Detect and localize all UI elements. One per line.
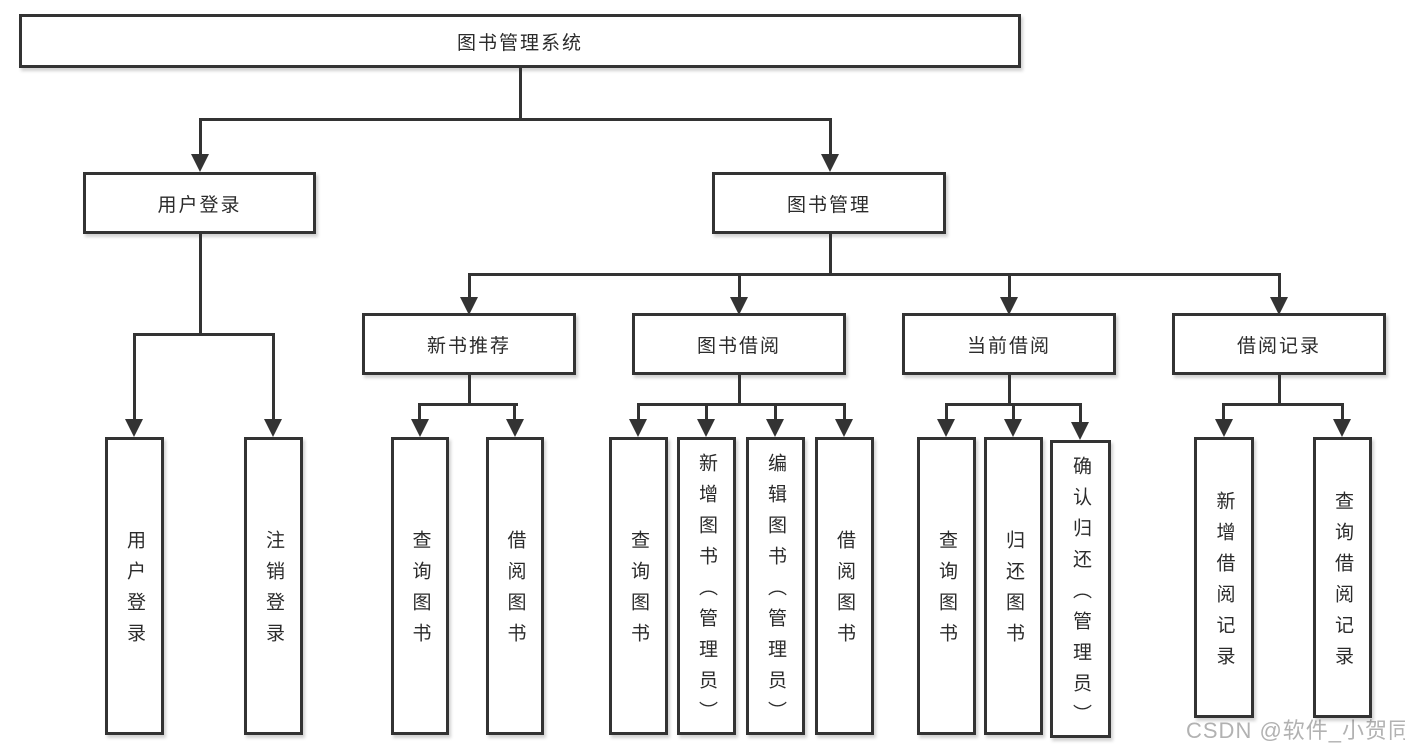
arrow-down-icon xyxy=(1270,297,1288,315)
connector-line xyxy=(1222,403,1225,422)
connector-line xyxy=(468,273,1281,276)
arrow-down-icon xyxy=(460,297,478,315)
node-label: 查询图书 xyxy=(409,530,431,654)
arrow-down-icon xyxy=(1333,419,1351,437)
node-book-management: 图书管理 xyxy=(712,172,946,234)
leaf-query-books-current: 查询图书 xyxy=(917,437,976,735)
node-label: 图书借阅 xyxy=(696,335,781,357)
node-label: 查询图书 xyxy=(936,530,957,654)
connector-line xyxy=(1008,375,1011,406)
leaf-add-borrow-record: 新增借阅记录 xyxy=(1194,437,1254,718)
connector-line xyxy=(468,375,471,406)
leaf-logout: 注销登录 xyxy=(244,437,303,735)
connector-line xyxy=(637,403,846,406)
arrow-down-icon xyxy=(1004,419,1022,437)
connector-line xyxy=(418,403,421,422)
arrow-down-icon xyxy=(264,419,282,437)
leaf-return-books: 归还图书 xyxy=(984,437,1043,735)
node-label: 归还图书 xyxy=(1003,530,1024,654)
node-label: 当前借阅 xyxy=(966,335,1051,357)
node-label: 新增图书（管理员） xyxy=(696,452,717,732)
connector-line xyxy=(738,375,741,406)
node-new-book-recommend: 新书推荐 xyxy=(362,313,576,375)
leaf-borrow-books: 借阅图书 xyxy=(815,437,874,735)
connector-line xyxy=(829,118,832,158)
connector-line xyxy=(1278,273,1281,299)
connector-line xyxy=(199,118,832,121)
arrow-down-icon xyxy=(730,297,748,315)
connector-line xyxy=(133,333,136,422)
connector-line xyxy=(1008,273,1011,299)
connector-line xyxy=(133,333,275,336)
arrow-down-icon xyxy=(1071,422,1089,440)
arrow-down-icon xyxy=(835,419,853,437)
node-label: 借阅图书 xyxy=(504,530,526,654)
arrow-down-icon xyxy=(937,419,955,437)
connector-line xyxy=(774,403,777,422)
arrow-down-icon xyxy=(191,154,209,172)
arrow-down-icon xyxy=(506,419,524,437)
connector-line xyxy=(199,118,202,158)
connector-line xyxy=(513,403,516,422)
node-label: 查询图书 xyxy=(628,530,649,654)
connector-line xyxy=(272,333,275,422)
connector-line xyxy=(1012,403,1015,422)
arrow-down-icon xyxy=(1000,297,1018,315)
connector-line xyxy=(1222,403,1344,406)
connector-line xyxy=(468,273,471,299)
connector-line xyxy=(519,67,522,119)
connector-line xyxy=(843,403,846,422)
node-label: 用户登录 xyxy=(124,530,145,654)
node-root-system: 图书管理系统 xyxy=(19,14,1021,68)
node-label: 用户登录 xyxy=(157,194,242,216)
leaf-query-borrow-record: 查询借阅记录 xyxy=(1313,437,1372,718)
node-label: 注销登录 xyxy=(263,530,284,654)
leaf-query-books-recommend: 查询图书 xyxy=(391,437,449,735)
node-label: 图书管理系统 xyxy=(456,32,583,54)
connector-line xyxy=(829,233,832,276)
connector-line xyxy=(945,403,948,422)
node-current-borrow: 当前借阅 xyxy=(902,313,1116,375)
arrow-down-icon xyxy=(821,154,839,172)
arrow-down-icon xyxy=(766,419,784,437)
leaf-user-login: 用户登录 xyxy=(105,437,164,735)
node-label: 新增借阅记录 xyxy=(1213,490,1235,677)
node-label: 编辑图书（管理员） xyxy=(765,452,786,732)
node-label: 借阅记录 xyxy=(1236,335,1321,357)
node-label: 确认归还（管理员） xyxy=(1070,455,1091,735)
arrow-down-icon xyxy=(629,419,647,437)
csdn-watermark: CSDN @软件_小贺同学 xyxy=(1186,718,1405,743)
arrow-down-icon xyxy=(411,419,429,437)
node-label: 新书推荐 xyxy=(426,335,511,357)
connector-line xyxy=(418,403,518,406)
leaf-query-books-borrow: 查询图书 xyxy=(609,437,668,735)
connector-line xyxy=(705,403,708,422)
leaf-confirm-return-admin: 确认归还（管理员） xyxy=(1050,440,1111,738)
leaf-borrow-books-recommend: 借阅图书 xyxy=(486,437,544,735)
connector-line xyxy=(738,273,741,299)
connector-line xyxy=(637,403,640,422)
node-user-login: 用户登录 xyxy=(83,172,316,234)
node-borrow-records: 借阅记录 xyxy=(1172,313,1386,375)
arrow-down-icon xyxy=(697,419,715,437)
connector-line xyxy=(1278,375,1281,406)
node-label: 查询借阅记录 xyxy=(1332,490,1353,677)
leaf-edit-books-admin: 编辑图书（管理员） xyxy=(746,437,805,735)
connector-line xyxy=(1341,403,1344,422)
arrow-down-icon xyxy=(125,419,143,437)
arrow-down-icon xyxy=(1215,419,1233,437)
connector-line xyxy=(1079,403,1082,425)
node-book-borrow: 图书借阅 xyxy=(632,313,846,375)
node-label: 图书管理 xyxy=(786,194,871,216)
node-label: 借阅图书 xyxy=(834,530,855,654)
connector-line xyxy=(199,233,202,336)
leaf-add-books-admin: 新增图书（管理员） xyxy=(677,437,736,735)
